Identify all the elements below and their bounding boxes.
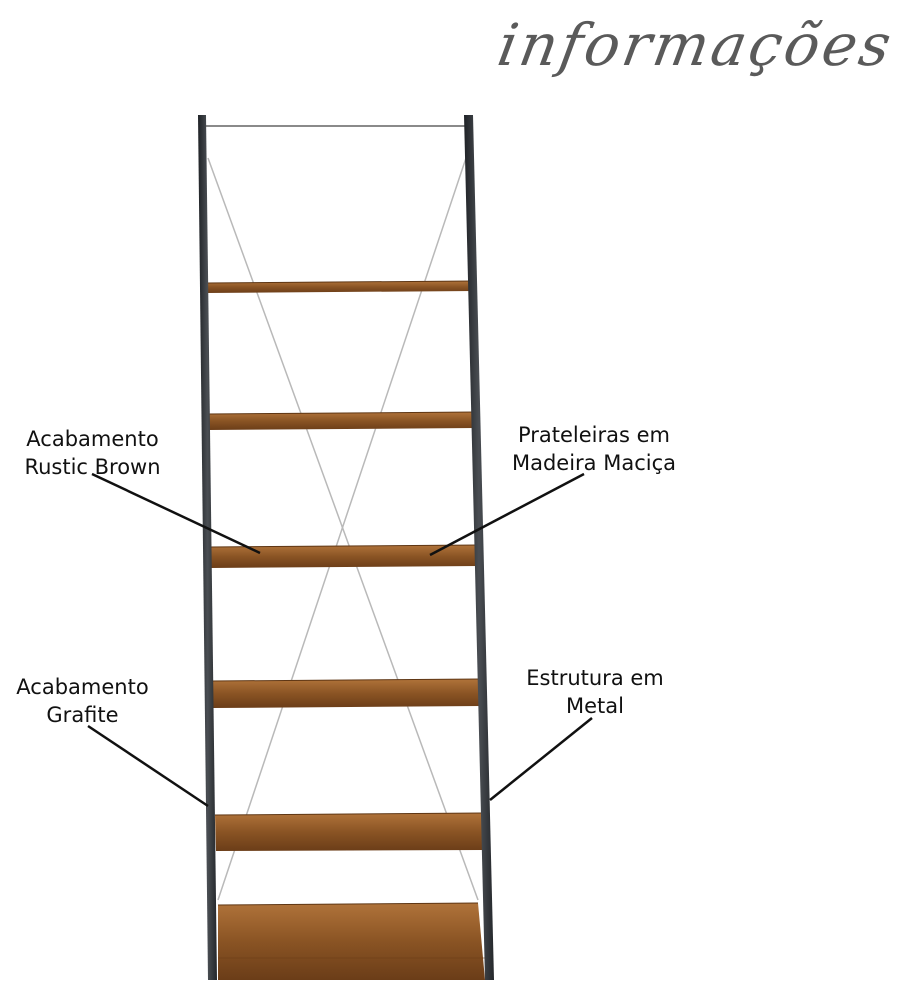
shelf-2 — [207, 411, 477, 430]
shelf-4 — [211, 678, 482, 708]
callout-structure: Estrutura em Metal — [510, 664, 680, 720]
callout-finish-graphite-line2: Grafite — [46, 703, 119, 727]
shelf-1 — [205, 280, 475, 293]
cross-wires — [205, 125, 479, 901]
callout-shelves-line1: Prateleiras em — [517, 423, 671, 447]
callout-finish-brown-line2: Rustic Brown — [24, 455, 161, 479]
callout-line-finish-graphite — [87, 724, 209, 808]
callout-shelves: Prateleiras em Madeira Maciça — [498, 421, 690, 477]
shelf-3 — [209, 544, 480, 568]
shelf-bottom — [217, 902, 485, 980]
callout-line-structure — [489, 717, 593, 801]
shelves — [205, 280, 485, 980]
callout-finish-brown: Acabamento Rustic Brown — [10, 425, 175, 481]
callout-shelves-line2: Madeira Maciça — [511, 451, 677, 475]
callout-line-finish-brown — [91, 472, 261, 555]
callout-lines — [87, 472, 593, 808]
cross-wire — [217, 157, 467, 901]
cross-wire — [207, 157, 479, 901]
callout-structure-line1: Estrutura em — [526, 666, 664, 690]
metal-frame — [198, 115, 494, 980]
left-frame-post — [198, 115, 217, 980]
callout-finish-brown-line1: Acabamento — [26, 427, 159, 451]
callout-line-shelves — [429, 472, 585, 557]
callout-finish-graphite: Acabamento Grafite — [0, 673, 165, 729]
callout-finish-graphite-line1: Acabamento — [16, 675, 149, 699]
shelf-5 — [214, 812, 484, 851]
right-frame-post — [464, 115, 494, 980]
callout-structure-line2: Metal — [566, 694, 624, 718]
